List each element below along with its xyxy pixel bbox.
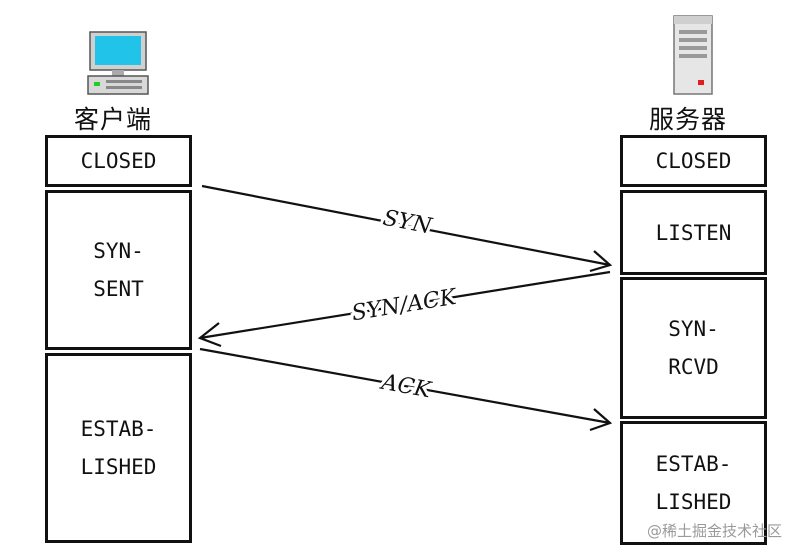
- syn-label: SYN: [381, 206, 434, 240]
- syn-ack-label: SYN/ACK: [350, 285, 460, 327]
- ack-arrow: [199, 347, 613, 432]
- desktop-computer-icon: [87, 31, 149, 95]
- server-state-established: ESTAB- LISHED: [620, 421, 767, 545]
- client-state-closed: CLOSED: [45, 135, 192, 187]
- server-state-listen: LISTEN: [620, 190, 767, 275]
- syn-ack-arrow: [197, 270, 611, 348]
- server-state-closed: CLOSED: [620, 135, 767, 187]
- server-tower-icon: [673, 15, 713, 95]
- client-state-syn-sent: SYN- SENT: [45, 190, 192, 350]
- server-state-syn-rcvd: SYN- RCVD: [620, 277, 767, 419]
- watermark: @稀土掘金技术社区: [646, 522, 782, 540]
- client-state-established: ESTAB- LISHED: [45, 353, 192, 543]
- server-label: 服务器: [649, 105, 728, 134]
- ack-label: ACK: [378, 370, 434, 404]
- syn-arrow: [201, 184, 613, 273]
- client-label: 客户端: [74, 105, 153, 134]
